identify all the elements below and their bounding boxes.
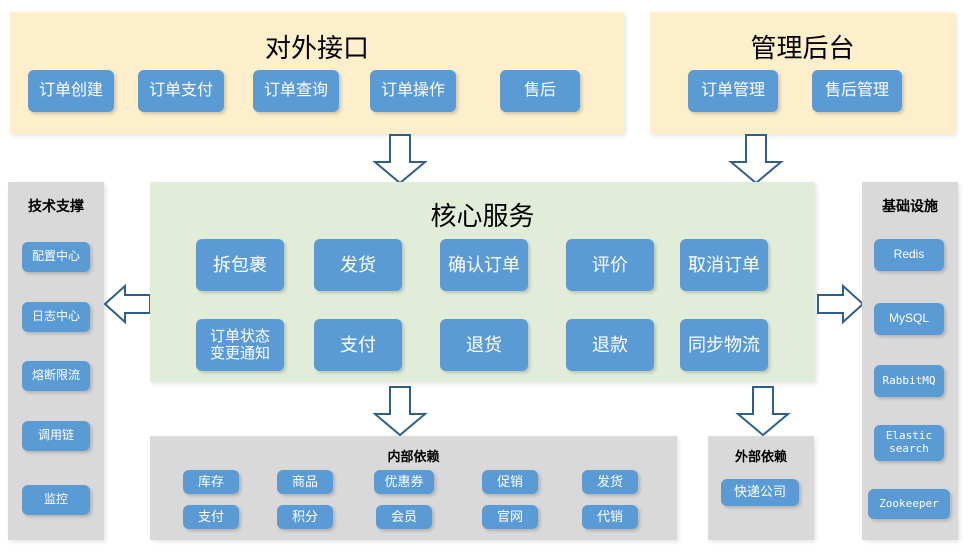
admin-console-item-order-manage[interactable]: 订单管理 [688,70,778,112]
core-service-item-confirm-order[interactable]: 确认订单 [440,239,528,291]
internal-dependency-consignment[interactable]: 代销 [582,505,638,529]
infrastructure-item-elasticsearch[interactable]: Elastic search [874,425,944,461]
external-dependency-express-company[interactable]: 快递公司 [721,479,799,506]
external-api-item-after-sales[interactable]: 售后 [500,70,580,112]
core-service-item-split-package[interactable]: 拆包裹 [196,239,284,291]
arrow-admin-console-to-core [728,134,784,185]
core-service-item-sync-logistics[interactable]: 同步物流 [680,319,768,371]
admin-console-title: 管理后台 [750,33,855,63]
external-api-item-order-pay[interactable]: 订单支付 [138,70,224,112]
left-arrow-icon [103,283,151,325]
down-arrow-icon [372,134,428,185]
infrastructure-title: 基础设施 [882,198,938,214]
core-service-item-ship[interactable]: 发货 [314,239,402,291]
infrastructure-item-redis[interactable]: Redis [874,239,944,271]
tech-support-item-circuit-breaker[interactable]: 熔断限流 [22,361,90,391]
external-api-item-order-operate[interactable]: 订单操作 [370,70,456,112]
arrow-core-to-tech-support [103,278,152,330]
internal-dependency-payment[interactable]: 支付 [183,505,239,529]
infrastructure-item-zookeeper[interactable]: Zookeeper [868,489,950,519]
internal-dependency-inventory[interactable]: 库存 [183,470,239,494]
core-service-item-order-status-change-notify[interactable]: 订单状态 变更通知 [196,319,284,371]
external-api-item-order-create[interactable]: 订单创建 [28,70,114,112]
internal-dependencies-title: 内部依赖 [387,449,440,464]
core-service-item-review[interactable]: 评价 [566,239,654,291]
tech-support-title: 技术支撑 [28,198,84,214]
down-arrow-icon [735,386,791,437]
external-api-item-order-query[interactable]: 订单查询 [253,70,339,112]
tech-support-item-monitoring[interactable]: 监控 [22,485,90,515]
infrastructure-item-mysql[interactable]: MySQL [874,303,944,335]
tech-support-item-log-center[interactable]: 日志中心 [22,302,90,332]
arrow-external-api-to-core [372,134,428,185]
down-arrow-icon [372,386,428,437]
internal-dependency-points[interactable]: 积分 [277,505,333,529]
arrow-core-to-internal-dependencies [372,386,428,437]
arrow-core-to-infrastructure [816,278,865,330]
infrastructure-item-rabbitmq[interactable]: RabbitMQ [874,365,944,397]
core-service-item-cancel-order[interactable]: 取消订单 [680,239,768,291]
internal-dependency-shipping[interactable]: 发货 [582,470,638,494]
down-arrow-icon [728,134,784,185]
tech-support-item-trace-chain[interactable]: 调用链 [22,421,90,451]
internal-dependency-promotion[interactable]: 促销 [482,470,538,494]
arrow-core-to-external-dependencies [735,386,791,437]
core-service-title: 核心服务 [430,201,535,231]
internal-dependency-membership[interactable]: 会员 [376,505,432,529]
infrastructure-panel: 基础设施 [862,182,958,540]
internal-dependency-official-site[interactable]: 官网 [482,505,538,529]
admin-console-item-after-sales-manage[interactable]: 售后管理 [812,70,902,112]
core-service-item-refund[interactable]: 退款 [566,319,654,371]
tech-support-item-config-center[interactable]: 配置中心 [22,242,90,272]
external-api-title: 对外接口 [264,33,369,63]
internal-dependency-product[interactable]: 商品 [277,470,333,494]
right-arrow-icon [817,283,865,325]
core-service-item-payment[interactable]: 支付 [314,319,402,371]
external-dependencies-title: 外部依赖 [734,449,787,464]
internal-dependency-coupon[interactable]: 优惠券 [374,470,434,494]
core-service-item-return-goods[interactable]: 退货 [440,319,528,371]
